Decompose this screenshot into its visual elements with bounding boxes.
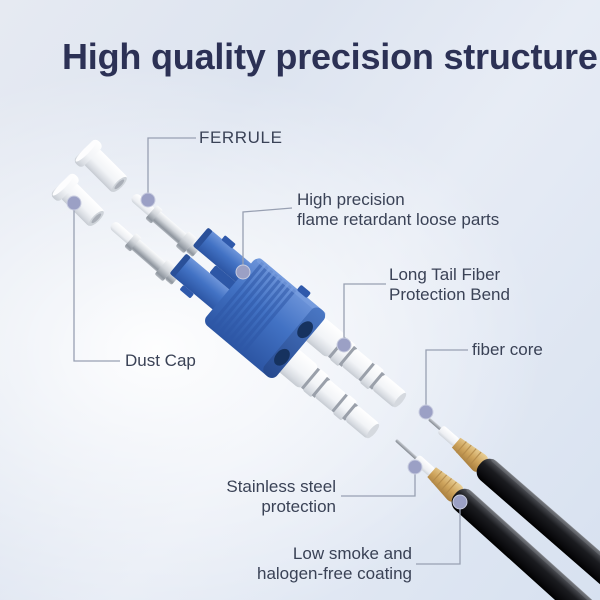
loose-parts-leader-line [242,207,293,271]
callout-ferrule: FERRULE [199,128,283,148]
kevlar-ridges [431,470,457,497]
connector-grip-ribs [208,261,297,354]
lc-connector-housing [170,228,326,378]
fiber-cable-1 [428,418,600,600]
callout-stainless-steel-line1: Stainless steel [226,477,336,496]
dust-cap-marker-dot [66,195,82,211]
callout-protection-bend-line1: Long Tail Fiber [389,265,501,284]
fiber-core-leader-line [425,349,468,407]
callout-stainless-steel: Stainless steel protection [176,477,336,517]
dust-cap-2 [51,173,104,226]
callout-low-smoke: Low smoke and halogen-free coating [222,544,412,584]
callout-dust-cap: Dust Cap [125,351,196,371]
callout-loose-parts-line1: High precision [297,190,405,209]
callout-loose-parts-line2: flame retardant loose parts [297,210,500,229]
ferrule-marker-dot [140,192,156,208]
kevlar-ridges [456,441,482,467]
callout-low-smoke-line1: Low smoke and [292,544,412,563]
callout-loose-parts: High precision flame retardant loose par… [297,190,499,230]
protection-bend-marker-dot [336,337,352,353]
callout-dust-cap-text: Dust Cap [125,351,196,370]
fiber-cable-2 [395,439,600,600]
callout-fiber-core: fiber core [472,340,543,360]
stainless-marker-dot [407,459,423,475]
callout-protection-bend: Long Tail Fiber Protection Bend [389,265,510,305]
fiber-core-marker-dot [418,404,434,420]
low-smoke-marker-dot [452,494,468,510]
callout-leaders [66,137,468,565]
ferrule-2 [110,222,180,285]
ferrule-leader-line [147,137,196,199]
low-smoke-leader-line [416,503,461,565]
loose-parts-marker-dot [235,264,251,280]
callout-stainless-steel-line2: protection [261,497,336,516]
page-title: High quality precision structure [62,36,598,77]
callout-fiber-core-text: fiber core [472,340,543,359]
callout-protection-bend-line2: Protection Bend [389,285,510,304]
dust-cap-1 [74,139,127,192]
dust-cap-leader-line [73,204,120,362]
protection-bend-leader-line [343,283,386,344]
callout-ferrule-text: FERRULE [199,128,283,147]
callout-low-smoke-line2: halogen-free coating [256,564,412,583]
stainless-leader-line [341,468,416,497]
